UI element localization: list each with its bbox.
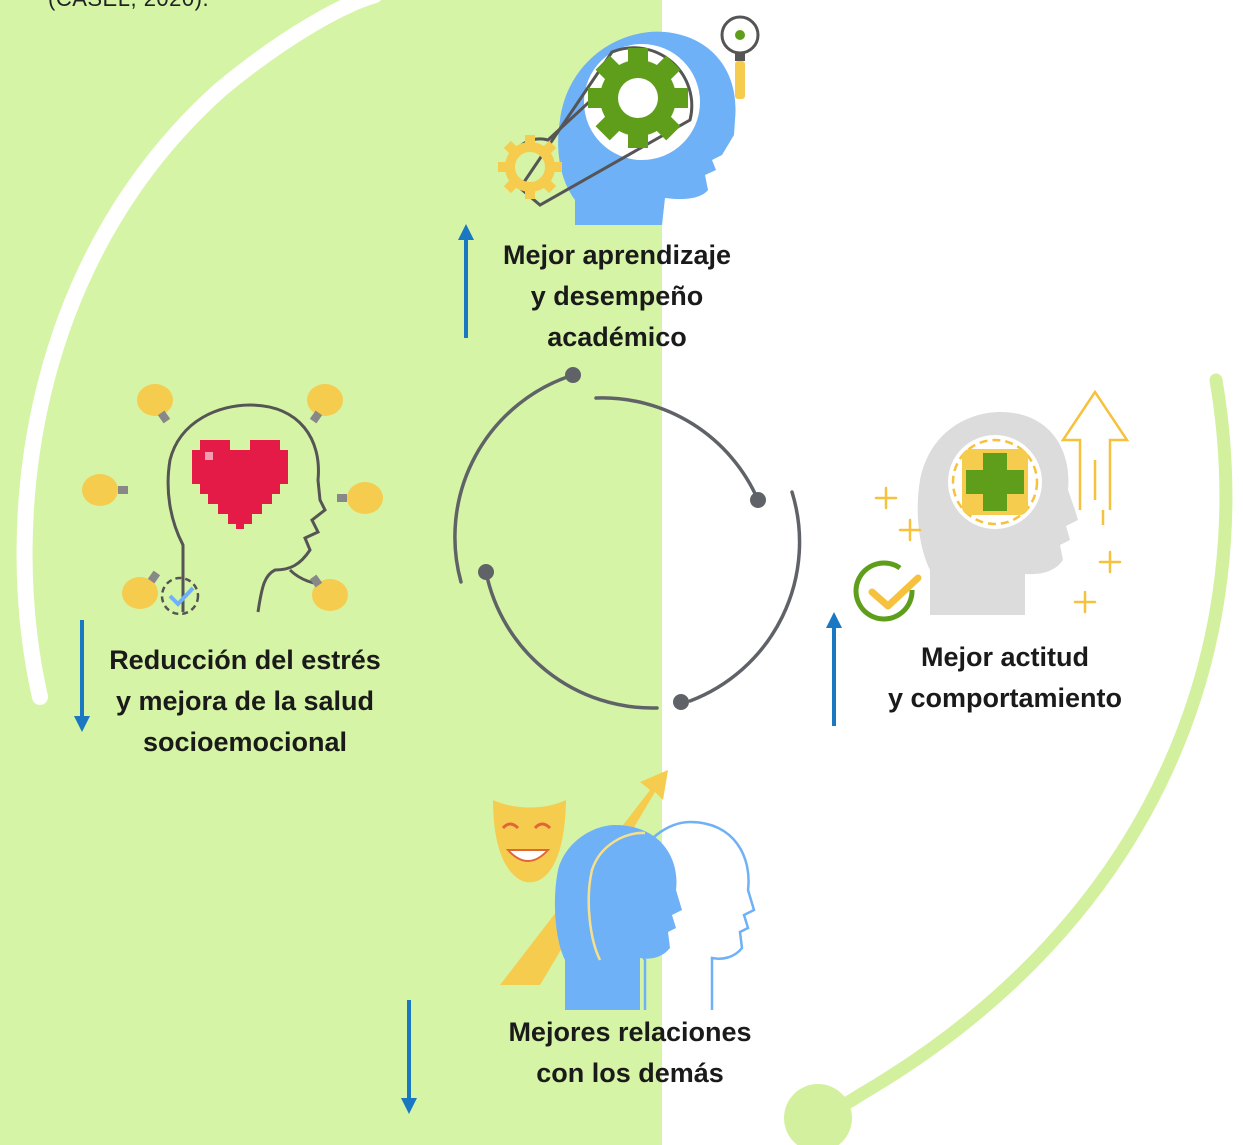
outcome-stress-line1: Reducción del estrés bbox=[109, 645, 381, 675]
trend-arrow-top bbox=[458, 224, 474, 338]
cycle-dots bbox=[478, 367, 766, 710]
head-gear-icon bbox=[498, 15, 760, 225]
outcome-relationships-line1: Mejores relaciones bbox=[508, 1017, 752, 1047]
cycle-arc-top-left bbox=[453, 373, 575, 584]
outcome-attitude-line1: Mejor actitud bbox=[920, 642, 1089, 672]
head-plus-icon bbox=[853, 389, 1130, 622]
trend-arrow-bottom bbox=[401, 1000, 417, 1114]
cycle-arc-top-right bbox=[594, 396, 760, 502]
two-heads-masks-icon bbox=[493, 770, 756, 1010]
green-arc-end-dot bbox=[784, 1084, 852, 1145]
citation-text: (CASEL, 2020). bbox=[48, 0, 209, 12]
outcome-attitude-line2: y comportamiento bbox=[887, 683, 1123, 713]
outcome-learning-line1: Mejor aprendizaje bbox=[502, 240, 732, 270]
outcome-stress-line3: socioemocional bbox=[142, 727, 348, 757]
cycle-arc-right bbox=[688, 490, 802, 703]
outcome-learning-line3: académico bbox=[547, 322, 687, 352]
head-heart-icon bbox=[82, 384, 383, 616]
large-white-arc bbox=[16, 0, 382, 705]
trend-arrow-right bbox=[826, 612, 842, 726]
outcome-relationships-line2: con los demás bbox=[536, 1058, 724, 1088]
cycle-arc-bottom bbox=[484, 570, 659, 710]
outcome-stress-line2: y mejora de la salud bbox=[115, 686, 375, 716]
outcome-label-stress: Reducción del estrés y mejora de la salu… bbox=[85, 640, 405, 763]
outcome-learning-line2: y desempeño bbox=[530, 281, 704, 311]
cycle-diagram bbox=[453, 373, 802, 710]
outcome-label-attitude: Mejor actitud y comportamiento bbox=[855, 637, 1155, 719]
outcome-label-learning: Mejor aprendizaje y desempeño académico bbox=[472, 235, 762, 358]
trend-arrow-left bbox=[74, 620, 90, 732]
outcome-label-relationships: Mejores relaciones con los demás bbox=[480, 1012, 780, 1094]
